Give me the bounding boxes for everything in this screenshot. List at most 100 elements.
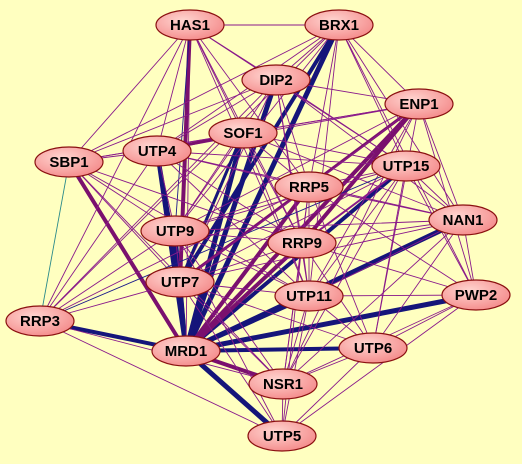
node-ellipse (140, 215, 210, 247)
edge-sbp1-utp7 (68, 161, 181, 283)
edge-rrp9-nsr1 (282, 242, 303, 385)
node-label: BRX1 (319, 17, 359, 34)
edge-mrd1-utp15 (184, 164, 408, 353)
edge-utp7-utp5 (179, 281, 283, 437)
node-mrd1[interactable]: MRD1 (151, 335, 221, 367)
edge-enp1-utp11 (308, 103, 420, 297)
node-sof1[interactable]: SOF1 (208, 117, 278, 149)
edge-utp15-nsr1 (282, 165, 407, 385)
edge-enp1-nsr1 (282, 103, 420, 385)
edge-brx1-utp15 (338, 24, 407, 167)
node-utp6[interactable]: UTP6 (338, 332, 408, 364)
node-ellipse (247, 420, 317, 452)
node-ellipse (441, 279, 511, 311)
edge-utp9-utp5 (174, 230, 283, 437)
edge-rrp3-utp5 (39, 320, 283, 437)
node-label: ENP1 (399, 96, 438, 113)
edge-enp1-rrp9 (300, 102, 421, 245)
node-utp15[interactable]: UTP15 (371, 150, 441, 182)
edge-brx1-rrp5 (308, 24, 340, 188)
edge-nan1-utp11 (308, 219, 464, 297)
node-dip2[interactable]: DIP2 (241, 64, 311, 96)
edge-utp15-rrp3 (39, 165, 407, 322)
edge-rrp5-utp6 (308, 186, 374, 349)
node-label: SBP1 (49, 154, 88, 171)
edge-has1-rrp3 (39, 24, 191, 322)
node-ellipse (274, 171, 344, 203)
edge-mrd1-utp5 (183, 348, 285, 439)
edge-has1-utp9 (174, 24, 191, 232)
node-nan1[interactable]: NAN1 (428, 204, 498, 236)
node-rrp3[interactable]: RRP3 (5, 305, 75, 337)
node-label: NSR1 (263, 376, 303, 393)
edge-utp4-rrp9 (156, 150, 303, 244)
edge-sof1-nan1 (242, 132, 464, 221)
edge-dip2-sbp1 (68, 79, 277, 163)
edge-enp1-pwp2 (418, 103, 477, 296)
node-label: SOF1 (223, 125, 262, 142)
node-pwp2[interactable]: PWP2 (441, 279, 511, 311)
edge-enp1-rrp5 (308, 103, 420, 188)
edge-sof1-utp9 (174, 132, 244, 232)
node-ellipse (338, 332, 408, 364)
node-utp4[interactable]: UTP4 (122, 135, 192, 167)
node-label: HAS1 (170, 17, 210, 34)
node-utp9[interactable]: UTP9 (140, 215, 210, 247)
edge-dip2-nan1 (275, 79, 464, 221)
edge-utp15-utp7 (179, 165, 407, 283)
node-label: UTP9 (156, 223, 194, 240)
edge-mrd1-rrp5 (184, 185, 311, 353)
edge-sbp1-rrp3 (39, 161, 70, 322)
node-utp11[interactable]: UTP11 (274, 280, 344, 312)
node-ellipse (267, 227, 337, 259)
node-label: UTP4 (138, 143, 177, 160)
edge-mrd1-brx1 (183, 22, 342, 354)
node-utp7[interactable]: UTP7 (145, 266, 215, 298)
node-ellipse (34, 146, 104, 178)
edge-mrd1-sbp1 (67, 160, 188, 353)
node-ellipse (274, 280, 344, 312)
edge-utp4-rrp3 (39, 150, 158, 322)
edge-has1-utp4 (156, 24, 191, 152)
node-nsr1[interactable]: NSR1 (248, 368, 318, 400)
node-ellipse (371, 150, 441, 182)
node-has1[interactable]: HAS1 (155, 9, 225, 41)
edge-rrp9-utp5 (281, 242, 303, 437)
edge-mrd1-rrp9 (184, 241, 304, 353)
node-sbp1[interactable]: SBP1 (34, 146, 104, 178)
edge-pwp2-utp5 (281, 294, 477, 437)
node-label: UTP7 (161, 274, 199, 291)
node-label: DIP2 (259, 72, 292, 89)
node-rrp5[interactable]: RRP5 (274, 171, 344, 203)
node-brx1[interactable]: BRX1 (304, 9, 374, 41)
node-label: UTP15 (383, 158, 430, 175)
node-ellipse (151, 335, 221, 367)
edge-utp9-rrp3 (39, 230, 176, 322)
node-label: RRP9 (282, 235, 322, 252)
node-label: PWP2 (455, 287, 498, 304)
node-utp5[interactable]: UTP5 (247, 420, 317, 452)
edge-utp7-nsr1 (179, 281, 284, 385)
node-ellipse (208, 117, 278, 149)
node-label: RRP5 (289, 179, 329, 196)
node-enp1[interactable]: ENP1 (384, 88, 454, 120)
edge-rrp5-utp7 (179, 186, 310, 283)
edge-rrp5-rrp3 (39, 186, 310, 322)
node-ellipse (155, 9, 225, 41)
node-label: UTP5 (263, 428, 301, 445)
edge-utp11-utp5 (281, 295, 310, 437)
node-ellipse (241, 64, 311, 96)
node-ellipse (248, 368, 318, 400)
edge-has1-sbp1 (68, 24, 191, 163)
node-label: NAN1 (443, 212, 484, 229)
edge-dip2-utp7 (179, 79, 277, 283)
edge-enp1-nan1 (418, 103, 464, 221)
node-label: UTP11 (286, 288, 332, 305)
edge-nan1-nsr1 (282, 219, 464, 385)
edge-utp4-utp15 (156, 150, 407, 167)
edge-utp9-nsr1 (174, 230, 284, 385)
node-rrp9[interactable]: RRP9 (267, 227, 337, 259)
edge-sbp1-rrp9 (68, 161, 303, 244)
